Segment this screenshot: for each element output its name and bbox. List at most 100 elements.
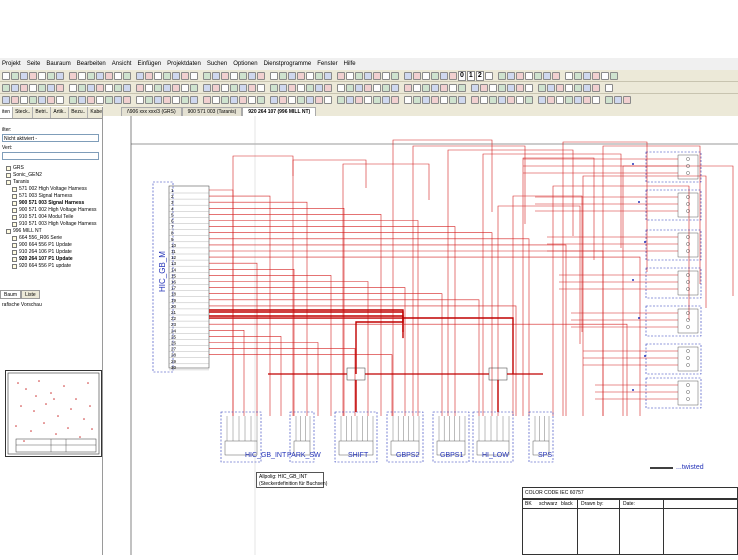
tb3-tool-icon-10[interactable] xyxy=(96,95,104,104)
counter-button-1[interactable]: 1 xyxy=(466,70,475,81)
tb2-tool-icon-12[interactable] xyxy=(114,83,122,92)
tb2-tool-icon-8[interactable] xyxy=(78,83,86,92)
tb2-tool-icon-49[interactable] xyxy=(471,83,479,92)
tb2-tool-icon-40[interactable] xyxy=(382,83,390,92)
tb2-tool-icon-45[interactable] xyxy=(431,83,439,92)
tb2-tool-icon-56[interactable] xyxy=(538,83,546,92)
tb3-tool-icon-32[interactable] xyxy=(306,95,314,104)
tb3-tool-icon-47[interactable] xyxy=(449,95,457,104)
tb1-tool-icon-57[interactable] xyxy=(573,71,582,80)
tb1-tool-icon-5[interactable] xyxy=(47,71,55,80)
menu-item-7[interactable]: Suchen xyxy=(206,61,228,67)
tb2-tool-icon-41[interactable] xyxy=(391,83,399,92)
tb1-tool-icon-37[interactable] xyxy=(355,71,363,80)
tb2-tool-icon-6[interactable] xyxy=(56,83,64,92)
tb2-tool-icon-28[interactable] xyxy=(270,83,278,92)
tb1-tool-icon-25[interactable] xyxy=(239,71,247,80)
menu-item-2[interactable]: Bauraum xyxy=(46,61,71,67)
tree-item[interactable]: 571 003 Signal Harness xyxy=(2,193,100,200)
left-tab-3[interactable]: Artik.. xyxy=(51,107,70,118)
tb3-tool-icon-17[interactable] xyxy=(163,95,171,104)
tb1-tool-icon-1[interactable] xyxy=(11,71,19,80)
tb3-tool-icon-8[interactable] xyxy=(78,95,86,104)
tb3-tool-icon-27[interactable] xyxy=(257,95,265,104)
tb3-tool-icon-38[interactable] xyxy=(364,95,372,104)
tb2-tool-icon-25[interactable] xyxy=(239,83,247,92)
tb2-tool-icon-57[interactable] xyxy=(547,83,555,92)
tb1-tool-icon-28[interactable] xyxy=(270,71,278,80)
tb2-tool-icon-53[interactable] xyxy=(507,83,515,92)
menu-item-3[interactable]: Bearbeiten xyxy=(76,61,106,67)
tb2-tool-icon-46[interactable] xyxy=(440,83,448,92)
tb2-tool-icon-59[interactable] xyxy=(565,83,573,92)
tb3-tool-icon-64[interactable] xyxy=(614,95,622,104)
tb1-tool-icon-52[interactable] xyxy=(524,71,533,80)
tb2-tool-icon-51[interactable] xyxy=(489,83,497,92)
tb3-tool-icon-48[interactable] xyxy=(458,95,466,104)
tree-item[interactable]: 571 002 High Voltage Harness xyxy=(2,186,100,193)
tb3-tool-icon-46[interactable] xyxy=(440,95,448,104)
tb3-tool-icon-28[interactable] xyxy=(270,95,278,104)
tb3-tool-icon-7[interactable] xyxy=(69,95,77,104)
tb2-tool-icon-60[interactable] xyxy=(574,83,582,92)
tb1-tool-icon-14[interactable] xyxy=(136,71,144,80)
tb3-tool-icon-12[interactable] xyxy=(114,95,122,104)
tb3-tool-icon-19[interactable] xyxy=(181,95,189,104)
tb3-tool-icon-31[interactable] xyxy=(297,95,305,104)
tb3-tool-icon-6[interactable] xyxy=(56,95,64,104)
tb2-tool-icon-26[interactable] xyxy=(248,83,256,92)
tb2-tool-icon-27[interactable] xyxy=(257,83,265,92)
tb2-tool-icon-22[interactable] xyxy=(212,83,220,92)
tree-item[interactable]: 910 571 003 High Voltage Harness xyxy=(2,221,100,228)
tb1-tool-icon-61[interactable] xyxy=(609,71,618,80)
tree-item[interactable]: 920 264 107 P1 Update xyxy=(2,256,100,263)
tb1-tool-icon-38[interactable] xyxy=(364,71,372,80)
tb2-tool-icon-50[interactable] xyxy=(480,83,488,92)
tb1-tool-icon-27[interactable] xyxy=(257,71,265,80)
tb3-tool-icon-5[interactable] xyxy=(47,95,55,104)
tb3-tool-icon-3[interactable] xyxy=(29,95,37,104)
tb2-tool-icon-62[interactable] xyxy=(592,83,600,92)
menu-item-8[interactable]: Optionen xyxy=(233,61,258,67)
tb2-tool-icon-3[interactable] xyxy=(29,83,37,92)
tb3-tool-icon-2[interactable] xyxy=(20,95,28,104)
tb1-tool-icon-60[interactable] xyxy=(600,71,609,80)
left-tab-2[interactable]: Betri.. xyxy=(33,107,52,118)
tb3-tool-icon-9[interactable] xyxy=(87,95,95,104)
tb1-tool-icon-54[interactable] xyxy=(542,71,551,80)
tb1-tool-icon-21[interactable] xyxy=(203,71,211,80)
tb1-tool-icon-0[interactable] xyxy=(2,71,10,80)
tb1-tool-icon-53[interactable] xyxy=(533,71,542,80)
tb1-tool-icon-3[interactable] xyxy=(29,71,37,80)
tb3-tool-icon-15[interactable] xyxy=(145,95,153,104)
tree-view-tab-1[interactable]: Liste xyxy=(21,290,40,299)
tb2-tool-icon-13[interactable] xyxy=(123,83,131,92)
tb1-tool-icon-41[interactable] xyxy=(391,71,399,80)
tb3-tool-icon-62[interactable] xyxy=(592,95,600,104)
tb2-tool-icon-47[interactable] xyxy=(449,83,457,92)
tb1-tool-icon-59[interactable] xyxy=(591,71,600,80)
tb1-tool-icon-2[interactable] xyxy=(20,71,28,80)
tb2-tool-icon-4[interactable] xyxy=(38,83,46,92)
document-tab-1[interactable]: 900 571 003 (Taranis) xyxy=(181,107,243,116)
menu-item-10[interactable]: Fenster xyxy=(317,61,338,67)
tb1-tool-icon-22[interactable] xyxy=(212,71,220,80)
left-tab-0[interactable]: iten xyxy=(0,107,14,118)
tb2-tool-icon-39[interactable] xyxy=(373,83,381,92)
tb1-tool-icon-49[interactable] xyxy=(497,71,506,80)
tb2-tool-icon-35[interactable] xyxy=(337,83,345,92)
tb1-tool-icon-7[interactable] xyxy=(69,71,77,80)
tb2-tool-icon-63[interactable] xyxy=(605,83,613,92)
tb2-tool-icon-20[interactable] xyxy=(190,83,198,92)
tb2-tool-icon-11[interactable] xyxy=(105,83,113,92)
tb2-tool-icon-43[interactable] xyxy=(413,83,421,92)
tb3-tool-icon-60[interactable] xyxy=(574,95,582,104)
tb2-tool-icon-29[interactable] xyxy=(279,83,287,92)
tb2-tool-icon-34[interactable] xyxy=(324,83,332,92)
filter-select[interactable]: Nicht aktiviert - xyxy=(2,134,99,142)
left-tab-4[interactable]: Bezu.. xyxy=(69,107,89,118)
tb3-tool-icon-39[interactable] xyxy=(373,95,381,104)
graphic-preview-thumbnail[interactable] xyxy=(5,370,102,457)
tree-item[interactable]: GRS xyxy=(2,165,100,172)
tree-item[interactable]: 900 664 556 P1 Update xyxy=(2,242,100,249)
